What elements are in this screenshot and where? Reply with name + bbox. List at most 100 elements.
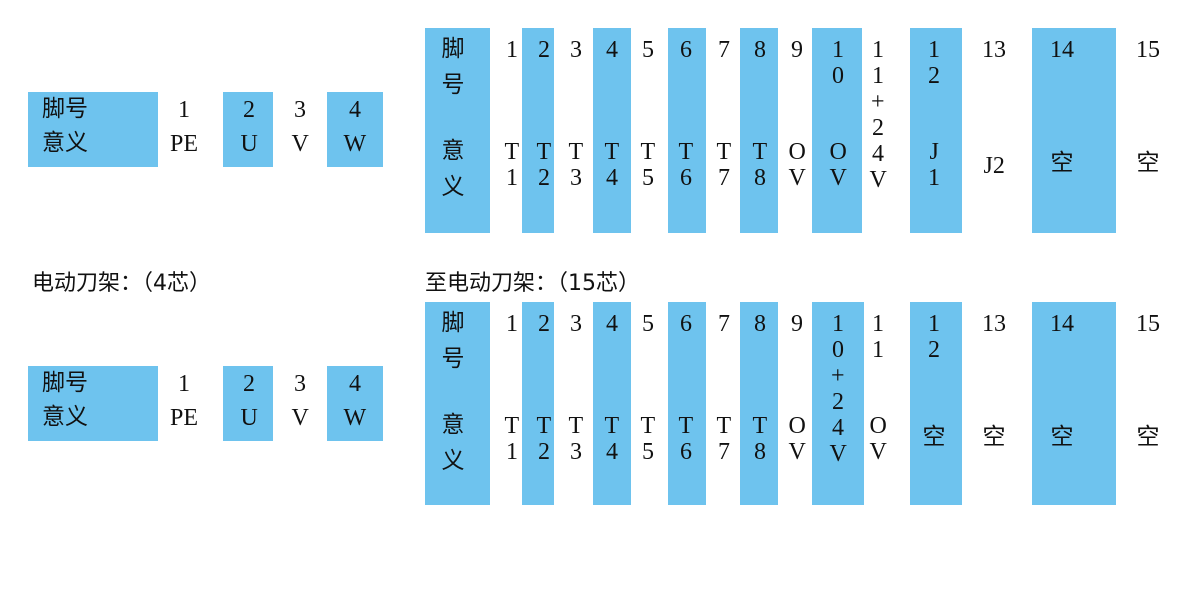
- big-table-bottom-pin-10-char-5: V: [829, 441, 847, 467]
- small-table-top-label-cell: [28, 92, 158, 167]
- big-table-top-meaning-11-char-0: +: [871, 89, 885, 115]
- big-table-top-pin-13: 13: [982, 37, 1006, 63]
- big-table-top-meaning-9-char-1: V: [788, 165, 806, 191]
- big-table-bottom-pin-5: 5: [642, 311, 654, 337]
- big-table-bottom-meaning-7-char-1: 7: [718, 439, 730, 465]
- big-table-bottom-meaning-7-char-0: T: [716, 413, 732, 439]
- big-table-bottom-pin-11-char-0: 1: [872, 311, 884, 337]
- small-table-bottom-meaning-1: PE: [170, 405, 199, 431]
- big-table-top-meaning-8-char-1: 8: [754, 165, 766, 191]
- big-table-top-pin-label-1: 号: [441, 72, 465, 98]
- big-table-top-label-cell: [425, 28, 490, 233]
- big-table-top-pin12-column: [910, 28, 962, 233]
- big-table-top-meaning-4-char-0: T: [604, 139, 620, 165]
- small-table-bottom-pin-2: 2: [243, 371, 255, 397]
- big-table-bottom-pin-10-char-3: 2: [832, 389, 844, 415]
- small-table-bottom-pin-3: 3: [294, 371, 306, 397]
- big-table-bottom-meaning-11-char-1: V: [869, 439, 887, 465]
- big-table-top-meaning-9-char-0: O: [788, 139, 806, 165]
- big-table-bottom-meaning-8-char-0: T: [752, 413, 768, 439]
- big-table-bottom-meaning-9-char-0: O: [788, 413, 806, 439]
- small-table-top-pin-4: 4: [349, 97, 361, 123]
- big-table-top-pin-11-char-0: 1: [872, 37, 884, 63]
- big-table-top-meaning-14: 空: [1050, 150, 1074, 176]
- big-table-top-meaning-10-char-0: O: [829, 139, 847, 165]
- big-table-top-pin-10-char-1: 0: [832, 63, 844, 89]
- big-table-top-pin4-column: [593, 28, 631, 233]
- big-table-bottom-pin8-column: [740, 302, 778, 505]
- big-table-bottom-meaning-15: 空: [1136, 424, 1160, 450]
- big-table-top-pin-10-char-0: 1: [832, 37, 844, 63]
- big-table-top-meaning-2-char-1: 2: [538, 165, 550, 191]
- caption-4-core: 电动刀架：（4芯）: [32, 271, 211, 296]
- big-table-bottom-pin-10-char-4: 4: [832, 415, 844, 441]
- big-table-bottom-pin-9: 9: [791, 311, 803, 337]
- big-table-top-meaning-11-char-3: V: [869, 167, 887, 193]
- big-table-top-pin-9: 9: [791, 37, 803, 63]
- big-table-bottom-pin-14: 14: [1050, 311, 1074, 337]
- small-table-top-pin2-cell: [223, 92, 273, 167]
- small-table-top-meaning-4: W: [343, 131, 367, 157]
- big-table-bottom-pin-label-0: 脚: [441, 310, 465, 336]
- big-table-bottom-pin-8: 8: [754, 311, 766, 337]
- small-table-top-pin-2: 2: [243, 97, 255, 123]
- big-table-bottom-meaning-6-char-1: 6: [680, 439, 692, 465]
- big-table-top-meaning-3-char-0: T: [568, 139, 584, 165]
- big-table-top-meaning-11-char-1: 2: [872, 115, 884, 141]
- big-table-bottom-pin-1: 1: [506, 311, 518, 337]
- big-table-top-pin-label-0: 脚: [441, 36, 465, 62]
- big-table-top-meaning-12-char-0: J: [929, 139, 939, 165]
- big-table-top-pin-15: 15: [1136, 37, 1160, 63]
- big-table-top-meaning-4-char-1: 4: [606, 165, 618, 191]
- big-table-bottom-meaning-14: 空: [1050, 424, 1074, 450]
- big-table-bottom-pin-12-char-0: 1: [928, 311, 940, 337]
- big-table-bottom-meaning-label-1: 义: [441, 448, 465, 474]
- big-table-bottom-meaning-6-char-0: T: [678, 413, 694, 439]
- big-table-top-pin14-column: [1032, 28, 1116, 233]
- big-table-bottom-meaning-5-char-0: T: [640, 413, 656, 439]
- big-table-bottom-meaning-11-char-0: O: [869, 413, 887, 439]
- big-table-top-meaning-7-char-1: 7: [718, 165, 730, 191]
- big-table-top-pin8-column: [740, 28, 778, 233]
- big-table-bottom-pin12-column: [910, 302, 962, 505]
- big-table-bottom-pin-label-1: 号: [441, 346, 465, 372]
- big-table-top-meaning-3-char-1: 3: [570, 165, 582, 191]
- big-table-top-pin-7: 7: [718, 37, 730, 63]
- small-table-bottom-pin-label: 脚号: [42, 370, 88, 396]
- big-table-bottom-meaning-4-char-1: 4: [606, 439, 618, 465]
- big-table-bottom-pin4-column: [593, 302, 631, 505]
- small-table-top-pin-3: 3: [294, 97, 306, 123]
- small-table-bottom-meaning-2: U: [240, 405, 258, 431]
- big-table-top-pin-8: 8: [754, 37, 766, 63]
- small-table-bottom-pin4-cell: [327, 366, 383, 441]
- big-table-bottom-meaning-9-char-1: V: [788, 439, 806, 465]
- small-table-top-pin-1: 1: [178, 97, 190, 123]
- big-table-top-pin10-column: [812, 28, 862, 233]
- small-table-top-pin-label: 脚号: [42, 96, 88, 122]
- big-table-top-meaning-5-char-1: 5: [642, 165, 654, 191]
- big-table-bottom-pin10-column: [814, 302, 864, 505]
- big-table-bottom-meaning-8-char-1: 8: [754, 439, 766, 465]
- small-table-top-meaning-1: PE: [170, 131, 199, 157]
- big-table-top-pin6-column: [668, 28, 706, 233]
- big-table-bottom-meaning-13: 空: [982, 424, 1006, 450]
- big-table-top-pin-12-char-1: 2: [928, 63, 940, 89]
- big-table-top-meaning-label-1: 义: [441, 174, 465, 200]
- small-table-top-pin4-cell: [327, 92, 383, 167]
- big-table-bottom-pin-10-char-0: 1: [832, 311, 844, 337]
- big-table-top-meaning-15: 空: [1136, 150, 1160, 176]
- small-table-bottom-label-cell: [28, 366, 158, 441]
- big-table-bottom-pin-10-char-2: +: [831, 363, 845, 389]
- small-table-top-meaning-label: 意义: [42, 130, 88, 156]
- big-table-bottom-meaning-5-char-1: 5: [642, 439, 654, 465]
- big-table-top-meaning-6-char-0: T: [678, 139, 694, 165]
- big-table-top-pin-11-char-1: 1: [872, 63, 884, 89]
- big-table-bottom-meaning-3-char-0: T: [568, 413, 584, 439]
- big-table-top-meaning-1-char-0: T: [504, 139, 520, 165]
- small-table-bottom-meaning-4: W: [343, 405, 367, 431]
- small-table-bottom-meaning-label: 意义: [42, 404, 88, 430]
- big-table-bottom-meaning-label-0: 意: [441, 412, 465, 438]
- big-table-top-meaning-13: J2: [983, 153, 1005, 179]
- big-table-bottom-meaning-3-char-1: 3: [570, 439, 582, 465]
- big-table-top-pin-3: 3: [570, 37, 582, 63]
